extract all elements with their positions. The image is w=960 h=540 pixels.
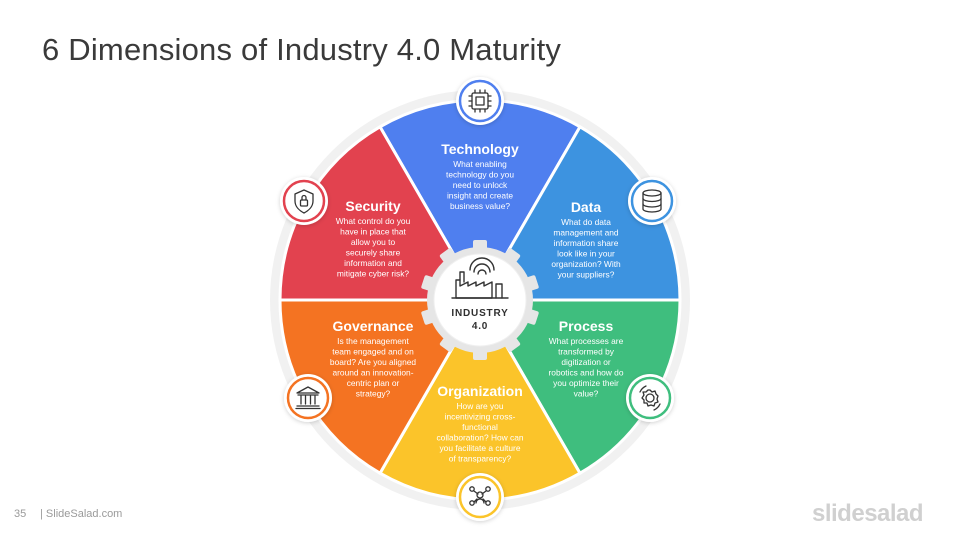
segment-title-organization: Organization [437,383,523,399]
segment-title-process: Process [559,318,614,334]
segment-description-line: incentivizing cross- [445,412,516,422]
segment-description-line: of transparency? [449,454,512,464]
segment-description-line: centric plan or [347,378,400,388]
segment-description-line: information and [344,258,402,268]
segment-description-line: board? Are you aligned [330,357,416,367]
segment-description-line: technology do you [446,170,514,180]
segment-title-data: Data [571,199,602,215]
segment-title-security: Security [345,198,400,214]
slide-title: 6 Dimensions of Industry 4.0 Maturity [42,32,562,67]
segment-description-line: robotics and how do [549,368,624,378]
segment-description-line: mitigate cyber risk? [337,269,409,279]
segment-description-line: information share [554,238,619,248]
segment-title-technology: Technology [441,141,519,157]
segment-description-line: What do data [561,217,611,227]
segment-description-line: business value? [450,201,510,211]
segment-description-line: you optimize their [553,378,619,388]
segment-description-line: securely share [346,248,401,258]
badge-governance [284,374,332,422]
badge-process [626,374,674,422]
badge-security [280,177,328,225]
badge-technology [456,77,504,125]
segment-description-line: have in place that [340,227,406,237]
segment-description-line: How are you [456,401,503,411]
badge-organization [456,473,504,521]
segment-description-line: strategy? [356,389,391,399]
segment-description-line: digitization or [561,357,611,367]
hub-label-line2: 4.0 [472,321,488,332]
team-network-icon [469,486,491,506]
segment-description-line: value? [574,389,599,399]
shield-lock-icon [294,189,314,214]
segment-description-line: What processes are [549,336,624,346]
segment-description-line: What control do you [336,216,411,226]
segment-description-line: team engaged and on [332,347,414,357]
segment-title-governance: Governance [333,318,414,334]
hub-label-line1: INDUSTRY [451,308,508,319]
badge-data [628,177,676,225]
segment-description-line: you facilitate a culture [439,443,520,453]
gears-cycle-icon [639,385,661,411]
segment-description-line: What enabling [453,159,507,169]
page-number: 35 [14,508,27,520]
segment-description-line: your suppliers? [558,270,615,280]
segment-description-line: insight and create [447,191,513,201]
segment-description-line: management and [553,228,619,238]
factory-wifi-icon [451,257,509,299]
segment-description-line: organization? With [551,259,621,269]
database-icon [642,189,662,213]
segment-description-line: transformed by [558,347,615,357]
footer-website: | SlideSalad.com [40,508,123,520]
segment-description-line: around an innovation- [332,368,413,378]
segment-description-line: Is the management [337,336,409,346]
segment-description-line: look like in your [557,249,615,259]
brand-logo: slidesalad [812,500,924,527]
segment-description-line: allow you to [351,237,396,247]
segment-description-line: need to unlock [453,180,508,190]
segment-description-line: collaboration? How can [436,433,523,443]
hub: INDUSTRY 4.0 [421,240,539,360]
institution-building-icon [295,386,321,410]
cpu-chip-icon [468,89,492,113]
segment-description-line: functional [462,422,498,432]
